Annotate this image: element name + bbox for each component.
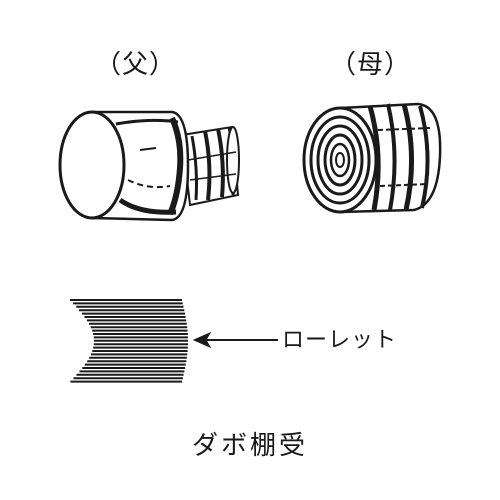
knurl-texture (70, 299, 188, 383)
male-dowel (58, 110, 240, 222)
male-part-label: （父） (95, 50, 177, 80)
female-end-face (302, 106, 378, 214)
male-end-face (58, 110, 126, 220)
female-insert (302, 102, 442, 214)
knurl-arrow (192, 331, 278, 349)
figure-caption: ダボ棚受 (191, 431, 308, 461)
female-part-label: （母） (330, 50, 412, 80)
knurl-label: ローレット (282, 328, 398, 353)
male-thread-stub (180, 125, 240, 207)
